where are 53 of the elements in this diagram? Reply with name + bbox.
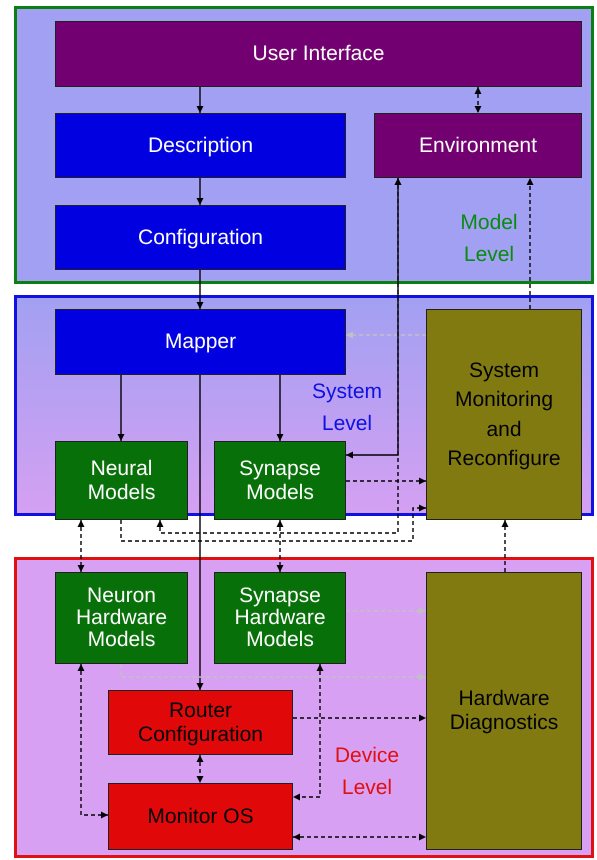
connector-arrow [120,504,426,542]
process-box [374,113,582,178]
connector-arrow [120,664,426,680]
connector-arrow [293,664,324,800]
process-box [55,572,188,664]
process-box [55,309,346,375]
connector-arrow [196,270,204,309]
connector-arrow [276,520,284,572]
process-box [214,441,346,520]
process-box [426,572,582,850]
box-label: Mapper [164,330,236,354]
connector-arrow [78,520,84,572]
level-panel [14,557,594,858]
connector-arrow [293,714,426,722]
process-box [108,783,293,850]
box-label: Neuron Hardware Models [74,584,168,652]
box-label: Hardware Diagnostics [448,687,560,735]
connector-arrow [196,755,204,783]
level-panel [14,6,594,284]
level-label: Device Level [334,743,400,800]
connector-arrow [196,178,204,205]
connector-arrow [502,520,508,572]
box-label: Router Configuration [137,698,264,746]
connector-arrow [196,87,204,113]
process-box [55,21,582,87]
process-box [55,205,346,270]
box-label: System Monitoring and Reconfigure [446,358,562,472]
box-label: User Interface [252,42,384,66]
box-label: Synapse Models [238,456,322,504]
level-label: Model Level [459,210,519,268]
connector-arrow [156,178,402,534]
box-label: Synapse Hardware Models [233,584,327,652]
level-label: System Level [310,379,383,436]
connector-arrow [276,375,284,441]
connector-arrow [346,608,426,614]
process-box [426,309,582,520]
box-label: Configuration [138,226,263,250]
box-label: Neural Models [86,456,156,504]
connector-arrow [346,332,426,338]
box-label: Monitor OS [147,804,254,828]
connector-arrow [196,375,204,690]
connector-arrow [346,478,426,484]
connector-arrow [526,178,534,309]
process-box [214,572,346,664]
connector-arrow [293,834,426,840]
connector-arrow [118,375,124,441]
connector-arrow [474,87,482,113]
process-box [55,441,188,520]
process-box [55,113,346,178]
box-label: Description [148,134,254,158]
box-label: Environment [419,134,537,158]
process-box [108,690,293,755]
connector-arrow [78,664,108,818]
